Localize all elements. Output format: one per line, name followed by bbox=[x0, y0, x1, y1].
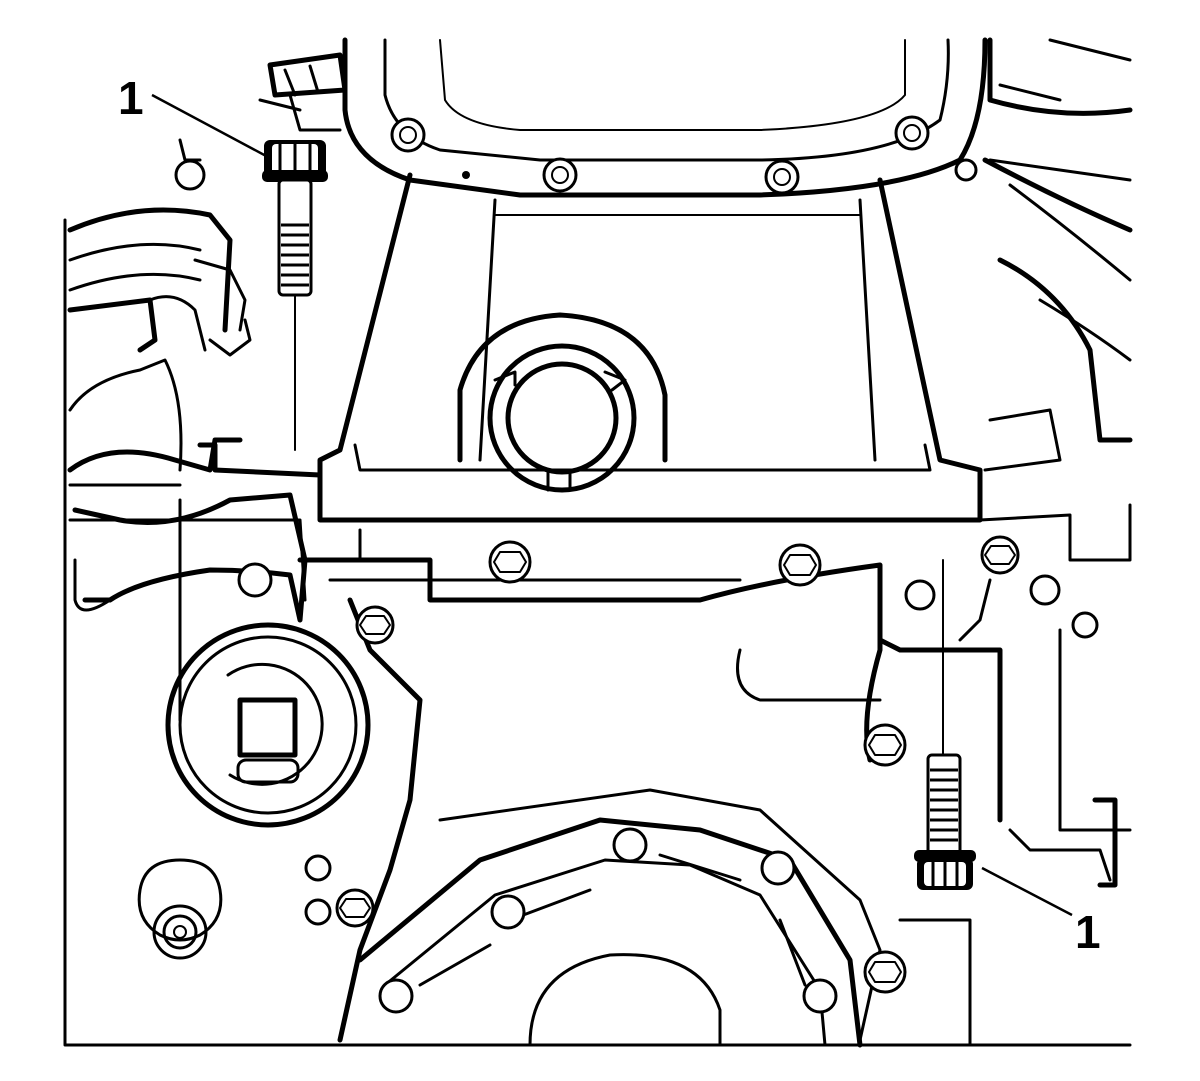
idler-pulley bbox=[165, 622, 371, 828]
fastener-heads bbox=[174, 159, 1099, 1014]
bolt-icon bbox=[262, 140, 328, 451]
bolt-icon bbox=[914, 559, 976, 890]
callout-number-lower: 1 bbox=[1075, 906, 1101, 958]
leader-line-upper bbox=[151, 93, 269, 159]
engine-block-outline bbox=[63, 37, 1133, 1048]
leader-line-lower bbox=[981, 866, 1073, 917]
crankshaft-boss bbox=[457, 312, 668, 493]
callout-number-upper: 1 bbox=[118, 72, 144, 124]
flange-bolt-heads bbox=[390, 115, 978, 195]
lower-left-boss bbox=[137, 858, 223, 960]
